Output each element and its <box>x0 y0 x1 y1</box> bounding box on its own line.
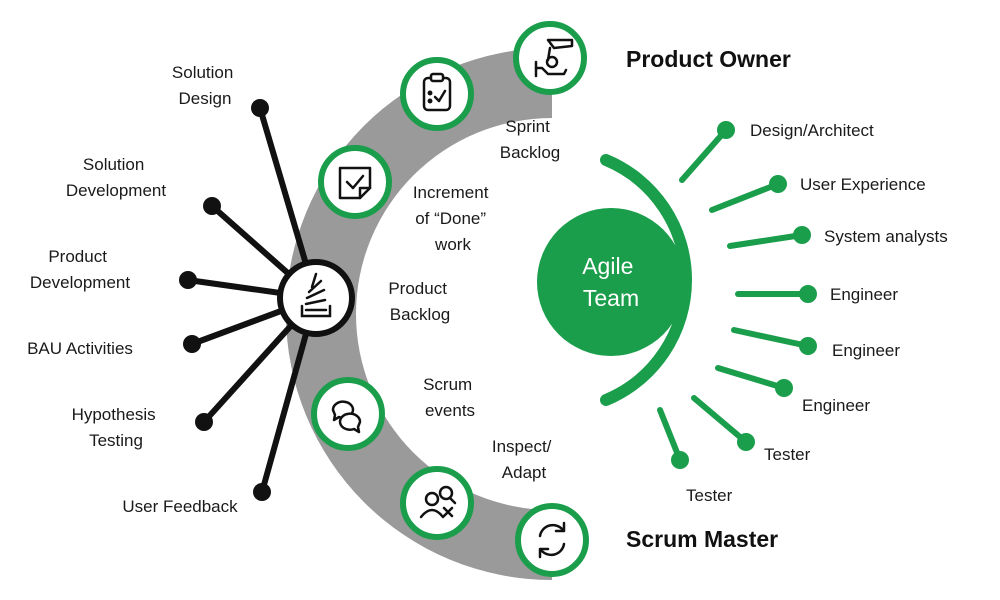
dot-solution-design <box>251 99 269 117</box>
label-user-feedback: User Feedback <box>122 497 238 516</box>
label-scrum-events: Scrum events <box>423 375 477 420</box>
spoke-design-architect <box>679 127 729 183</box>
spoke-tester-1 <box>691 395 749 445</box>
node-product-backlog <box>277 259 355 337</box>
node-increment <box>318 145 392 219</box>
dot-user-feedback <box>253 483 271 501</box>
dot-solution-development <box>203 197 221 215</box>
label-tester-2: Tester <box>686 486 733 505</box>
label-engineer-2: Engineer <box>832 341 900 360</box>
team-spokes <box>657 127 811 463</box>
agile-team-center: Agile Team <box>537 208 685 356</box>
label-product-backlog: Product Backlog <box>388 279 451 324</box>
spoke-engineer-2 <box>731 327 811 349</box>
label-bau-activities: BAU Activities <box>27 339 133 358</box>
dot-tester-2 <box>671 451 689 469</box>
label-solution-design: Solution Design <box>172 63 238 108</box>
label-hypothesis-testing: Hypothesis Testing <box>72 405 161 450</box>
label-solution-development: Solution Development <box>66 155 166 200</box>
node-scrum-events <box>311 377 385 451</box>
label-tester-1: Tester <box>764 445 811 464</box>
label-sprint-backlog: Sprint Backlog <box>500 117 560 162</box>
product-owner-title: Product Owner <box>626 46 791 72</box>
center-title-line1: Agile <box>582 253 633 279</box>
checked-note-icon <box>338 166 372 200</box>
team-dots <box>671 121 817 469</box>
label-product-development: Product Development <box>30 247 130 292</box>
svg-text:Agile Team: Agile Team <box>582 253 640 311</box>
label-system-analysts: System analysts <box>824 227 948 246</box>
dot-bau-activities <box>183 335 201 353</box>
dot-system-analysts <box>793 226 811 244</box>
label-increment: Increment of “Done” work <box>413 183 493 254</box>
clipboard-icon <box>422 72 452 112</box>
people-search-icon <box>419 485 457 519</box>
label-engineer-3: Engineer <box>802 396 870 415</box>
label-inspect-adapt: Inspect/ Adapt <box>492 437 556 482</box>
scrum-master-title: Scrum Master <box>626 526 778 552</box>
center-title-line2: Team <box>583 285 639 311</box>
backlog-input-labels: Solution Design Solution Development Pro… <box>27 63 238 516</box>
team-labels: Design/Architect User Experience System … <box>686 121 948 505</box>
hand-gear-icon <box>534 38 574 78</box>
node-inspect-adapt <box>400 466 474 540</box>
node-product-owner <box>513 21 587 95</box>
team-arc <box>600 154 692 406</box>
label-design-architect: Design/Architect <box>750 121 874 140</box>
dot-hypothesis-testing <box>195 413 213 431</box>
spoke-user-experience <box>709 181 781 213</box>
spoke-engineer-3 <box>715 365 787 391</box>
dot-product-development <box>179 271 197 289</box>
backlog-input-dots <box>179 99 271 501</box>
dot-tester-1 <box>737 433 755 451</box>
chat-bubbles-icon <box>331 400 362 434</box>
spoke-system-analysts <box>727 232 805 249</box>
label-user-experience: User Experience <box>800 175 926 194</box>
node-scrum-master <box>515 503 589 577</box>
label-engineer-1: Engineer <box>830 285 898 304</box>
dot-engineer-2 <box>799 337 817 355</box>
dot-design-architect <box>717 121 735 139</box>
dot-engineer-3 <box>775 379 793 397</box>
node-sprint-backlog <box>400 57 474 131</box>
dot-user-experience <box>769 175 787 193</box>
cycle-arrows-icon <box>538 521 566 559</box>
stack-icon <box>300 272 332 318</box>
artifact-labels: Sprint Backlog Increment of “Done” work … <box>388 117 560 482</box>
dot-engineer-1 <box>799 285 817 303</box>
